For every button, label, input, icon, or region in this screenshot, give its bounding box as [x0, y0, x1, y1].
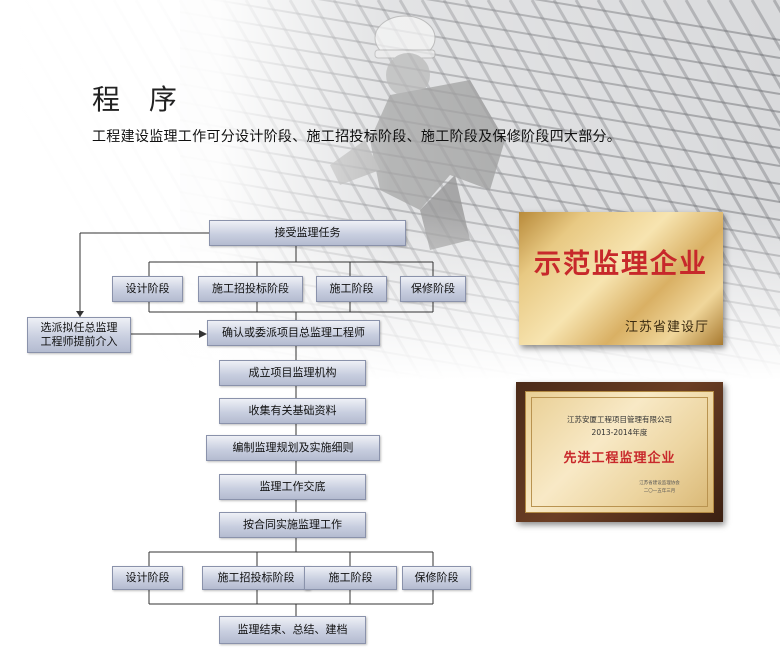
- award-framed-title: 先进工程监理企业: [563, 451, 676, 466]
- award-framed-issuer: 江苏省建设监理协会: [639, 481, 680, 486]
- node-side-appoint-early: 选派拟任总监理工程师提前介入: [27, 317, 131, 353]
- node-top-phase-warranty: 保修阶段: [400, 276, 466, 302]
- intro-text: 工程建设监理工作可分设计阶段、施工招投标阶段、施工阶段及保修阶段四大部分。: [92, 129, 622, 145]
- node-final-archive: 监理结束、总结、建档: [219, 616, 366, 644]
- node-top-phase-bidding: 施工招投标阶段: [198, 276, 303, 302]
- node-top-phase-construction: 施工阶段: [316, 276, 387, 302]
- node-step-briefing: 监理工作交底: [219, 474, 366, 500]
- node-bottom-phase-design: 设计阶段: [112, 566, 183, 590]
- award-plaque-gold: 示范监理企业 江苏省建设厅: [519, 212, 723, 345]
- award-plaque-framed: 江苏安厦工程项目管理有限公司 2013-2014年度 先进工程监理企业 江苏省建…: [516, 382, 723, 522]
- award-gold-issuer: 江苏省建设厅: [624, 320, 709, 335]
- construction-photo: [0, 0, 780, 380]
- node-confirm-chief: 确认或委派项目总监理工程师: [207, 320, 380, 346]
- node-receive-task: 接受监理任务: [209, 220, 406, 246]
- node-bottom-phase-construction: 施工阶段: [304, 566, 397, 590]
- award-framed-company: 江苏安厦工程项目管理有限公司: [567, 415, 672, 424]
- node-step-implement: 按合同实施监理工作: [219, 512, 366, 538]
- node-top-phase-design: 设计阶段: [112, 276, 183, 302]
- page-title: 程 序: [92, 83, 187, 116]
- node-bottom-phase-bidding: 施工招投标阶段: [202, 566, 310, 590]
- node-step-plan: 编制监理规划及实施细则: [206, 435, 380, 461]
- award-gold-title: 示范监理企业: [534, 249, 708, 280]
- award-framed-years: 2013-2014年度: [591, 428, 648, 437]
- award-framed-panel: 江苏安厦工程项目管理有限公司 2013-2014年度 先进工程监理企业 江苏省建…: [525, 391, 714, 513]
- award-framed-date: 二〇一五年三月: [643, 489, 676, 494]
- node-step-establish: 成立项目监理机构: [219, 360, 366, 386]
- node-step-collect: 收集有关基础资料: [219, 398, 366, 424]
- node-bottom-phase-warranty: 保修阶段: [402, 566, 471, 590]
